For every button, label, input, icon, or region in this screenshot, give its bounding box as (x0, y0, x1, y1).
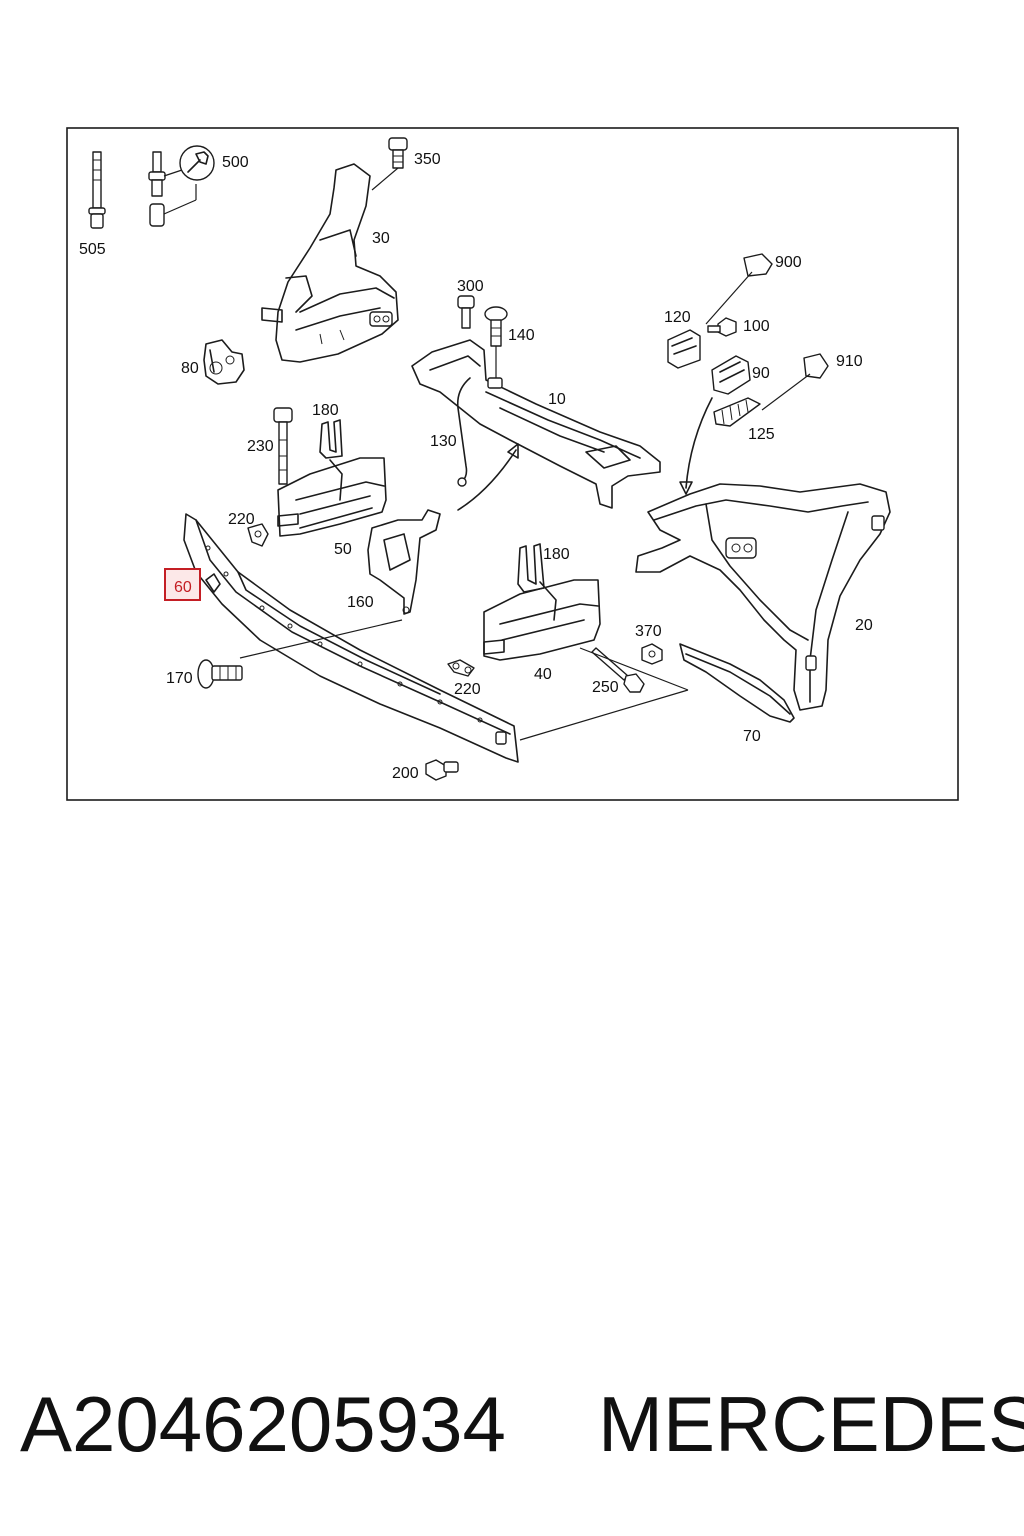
part-number-caption: A2046205934 (20, 1380, 506, 1468)
crash-box-40 (483, 579, 601, 661)
cross-member-10 (411, 339, 661, 509)
screw-140 (484, 306, 508, 384)
bolt-100 (707, 317, 737, 337)
crash-box-50 (277, 457, 387, 537)
label-180-lower: 180 (543, 546, 570, 563)
latch-80 (203, 339, 245, 385)
label-140: 140 (508, 327, 535, 344)
arrow-to-side-frame (685, 397, 713, 489)
rivet-505 (88, 151, 106, 229)
brand-caption: MERCEDES (598, 1380, 1024, 1468)
label-30: 30 (372, 230, 390, 247)
nut-370 (641, 643, 663, 665)
label-300: 300 (457, 278, 484, 295)
label-60: 60 (174, 579, 192, 596)
upper-bracket-30 (261, 163, 399, 363)
label-505: 505 (79, 241, 106, 258)
bolt-350 (371, 137, 408, 191)
clip-220-lower (447, 659, 475, 677)
clip-120 (667, 329, 701, 369)
label-180-upper: 180 (312, 402, 339, 419)
label-80: 80 (181, 360, 199, 377)
highlight-box-60 (164, 568, 201, 601)
label-220-upper: 220 (228, 511, 255, 528)
bolt-300 (457, 295, 475, 329)
bolt-170 (197, 659, 243, 689)
label-70: 70 (743, 728, 761, 745)
cable-130 (456, 377, 471, 487)
label-160: 160 (347, 594, 374, 611)
label-350: 350 (414, 151, 441, 168)
label-250: 250 (592, 679, 619, 696)
front-beam-60 (183, 513, 519, 763)
bolt-230 (273, 407, 293, 485)
label-100: 100 (743, 318, 770, 335)
strip-125 (713, 397, 761, 427)
label-170: 170 (166, 670, 193, 687)
arrow-to-cross-member (457, 449, 517, 511)
side-frame-20 (635, 483, 891, 711)
latch-90 (711, 355, 751, 395)
lower-bracket-70 (679, 643, 795, 723)
label-200: 200 (392, 765, 419, 782)
label-10: 10 (548, 391, 566, 408)
label-120: 120 (664, 309, 691, 326)
label-500: 500 (222, 154, 249, 171)
label-50: 50 (334, 541, 352, 558)
bracket-180-upper (319, 419, 343, 459)
label-90: 90 (752, 365, 770, 382)
bracket-160 (367, 509, 441, 615)
label-40: 40 (534, 666, 552, 683)
clip-220-upper (247, 523, 269, 547)
pad-910 (761, 353, 829, 411)
label-900: 900 (775, 254, 802, 271)
label-910: 910 (836, 353, 863, 370)
label-220-lower: 220 (454, 681, 481, 698)
label-130: 130 (430, 433, 457, 450)
pad-900 (705, 253, 773, 325)
stud-set-500 (148, 145, 215, 227)
label-20: 20 (855, 617, 873, 634)
label-125: 125 (748, 426, 775, 443)
label-370: 370 (635, 623, 662, 640)
label-230: 230 (247, 438, 274, 455)
bolt-200 (425, 759, 459, 781)
bracket-180-lower (517, 543, 545, 593)
